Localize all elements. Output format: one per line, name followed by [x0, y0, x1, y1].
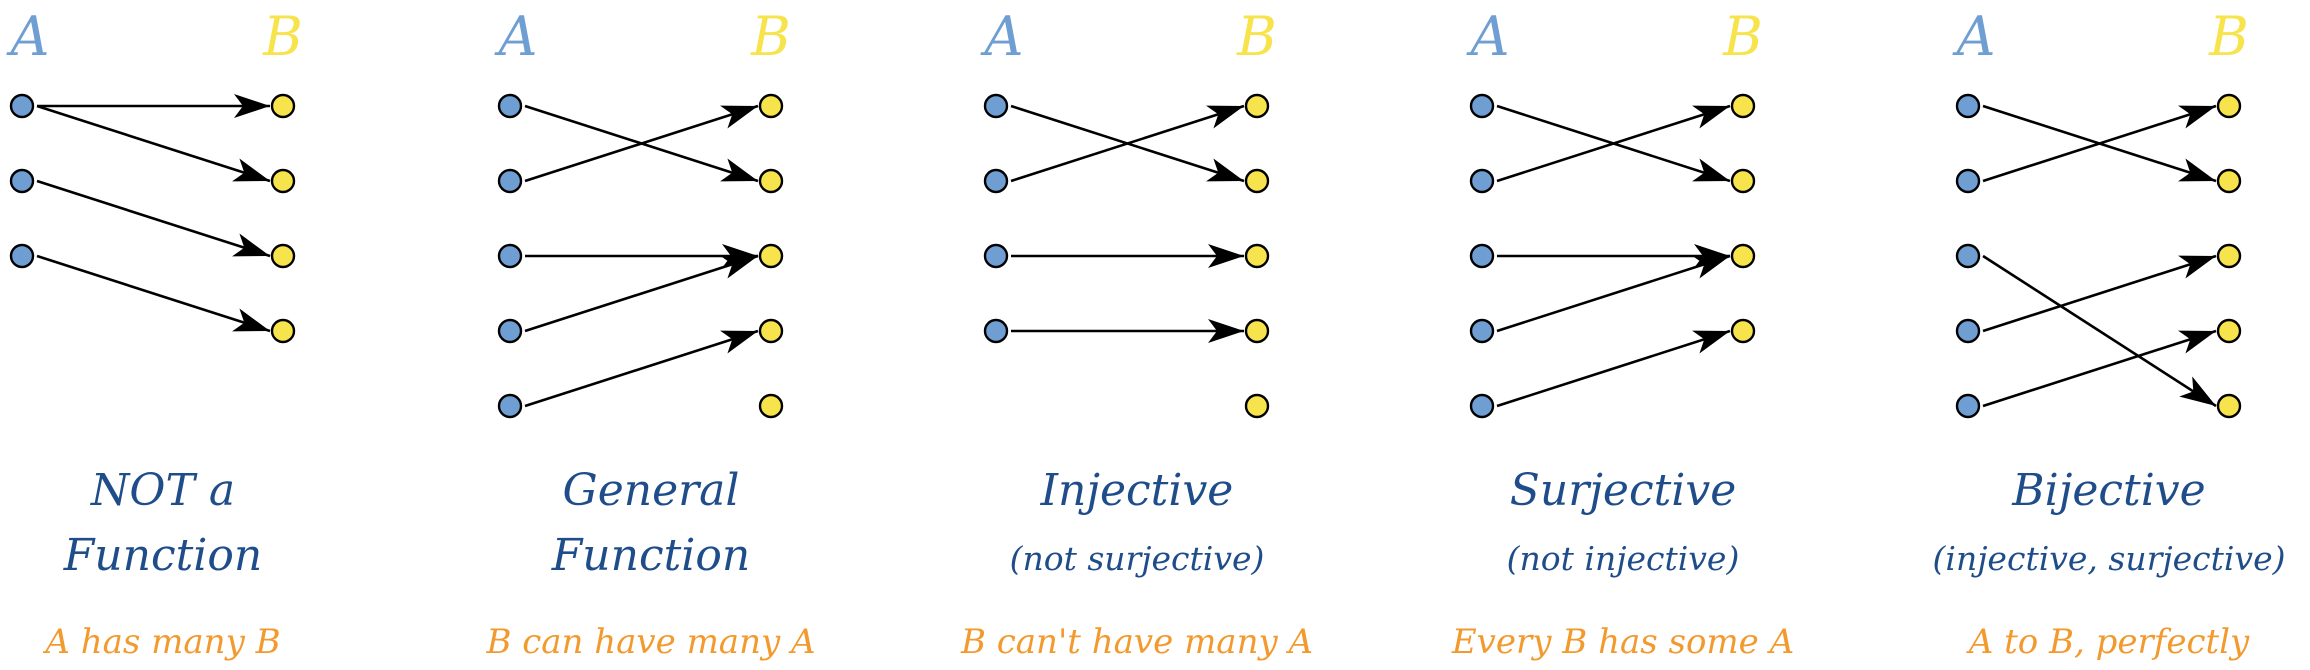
set-a-element — [1469, 243, 1495, 269]
set-a-element — [983, 243, 1009, 269]
set-b-element — [1244, 243, 1270, 269]
set-b-element — [758, 243, 784, 269]
set-b-element — [1244, 93, 1270, 119]
set-b-element — [1730, 168, 1756, 194]
set-b-element — [1244, 168, 1270, 194]
set-b-label: B — [262, 5, 303, 68]
panel-title: Surjective — [1510, 465, 1737, 516]
set-a-label: A — [1466, 5, 1510, 68]
set-a-element — [1955, 393, 1981, 419]
mapping-arrow — [524, 254, 759, 333]
panel-title: Bijective — [2011, 465, 2205, 516]
panel-caption: Every B has some A — [1451, 622, 1794, 662]
set-a-element — [1955, 243, 1981, 269]
mapping-arrow — [36, 104, 271, 183]
set-a-element — [497, 243, 523, 269]
set-b-label: B — [1722, 5, 1763, 68]
set-a-element — [9, 93, 35, 119]
panel-3: A B Injective (not surjective) B can't have … — [960, 5, 1313, 662]
set-b-element — [758, 393, 784, 419]
set-b-element — [758, 168, 784, 194]
set-b-element — [1730, 318, 1756, 344]
panel-subtitle: (injective, surjective) — [1933, 539, 2286, 578]
mapping-arrow — [1010, 104, 1245, 183]
mapping-arrow — [524, 329, 759, 408]
set-b-element — [270, 243, 296, 269]
panel-caption: A has many B — [42, 622, 280, 662]
mapping-arrow — [1982, 254, 2217, 408]
panel-5: A B Bijective (injective, surjective) A to B… — [1933, 5, 2286, 662]
mapping-arrow — [1496, 329, 1731, 408]
set-b-element — [1730, 93, 1756, 119]
set-a-element — [1469, 93, 1495, 119]
set-b-element — [270, 93, 296, 119]
panel-title: Injective — [1040, 465, 1234, 516]
set-b-element — [1244, 318, 1270, 344]
mapping-arrow — [1982, 254, 2217, 333]
panel-subtitle: (not injective) — [1507, 539, 1740, 578]
set-a-label: A — [1952, 5, 1996, 68]
panel-title-line-1: NOT a — [90, 465, 235, 516]
mapping-arrow — [36, 254, 271, 333]
mapping-arrow — [1496, 254, 1731, 333]
set-a-element — [1955, 168, 1981, 194]
panel-title-line-2: Function — [551, 530, 750, 581]
set-b-element — [2216, 243, 2242, 269]
set-a-element — [497, 393, 523, 419]
set-a-element — [497, 168, 523, 194]
set-a-element — [497, 93, 523, 119]
set-a-element — [983, 318, 1009, 344]
set-a-element — [9, 168, 35, 194]
panel-subtitle: (not surjective) — [1010, 539, 1265, 578]
set-b-label: B — [1236, 5, 1277, 68]
set-b-label: B — [750, 5, 791, 68]
set-b-element — [270, 168, 296, 194]
panel-caption: A to B, perfectly — [1966, 622, 2250, 662]
set-a-label: A — [494, 5, 538, 68]
set-a-element — [497, 318, 523, 344]
set-a-element — [983, 93, 1009, 119]
set-b-element — [758, 93, 784, 119]
set-a-element — [1469, 393, 1495, 419]
mapping-arrow — [36, 179, 271, 258]
set-a-label: A — [980, 5, 1024, 68]
set-b-element — [2216, 93, 2242, 119]
panel-caption: B can have many A — [485, 622, 815, 662]
mapping-arrow — [1982, 329, 2217, 408]
set-b-element — [1730, 243, 1756, 269]
set-b-element — [2216, 318, 2242, 344]
set-b-element — [2216, 168, 2242, 194]
mapping-arrow — [524, 104, 759, 183]
panel-1: A B NOT a Function A has many B — [6, 5, 303, 662]
set-b-element — [1244, 393, 1270, 419]
panel-caption: B can't have many A — [960, 622, 1313, 662]
panel-4: A B Surjective (not injective) Every B has s… — [1451, 5, 1794, 662]
set-b-element — [758, 318, 784, 344]
set-a-element — [1469, 168, 1495, 194]
panel-title-line-1: General — [563, 465, 740, 516]
set-a-element — [9, 243, 35, 269]
set-b-element — [2216, 393, 2242, 419]
set-a-element — [983, 168, 1009, 194]
panel-title-line-2: Function — [63, 530, 262, 581]
mapping-arrow — [1982, 104, 2217, 183]
set-b-label: B — [2208, 5, 2249, 68]
mapping-arrow — [1496, 104, 1731, 183]
set-a-element — [1469, 318, 1495, 344]
set-a-element — [1955, 318, 1981, 344]
set-b-element — [270, 318, 296, 344]
set-a-label: A — [6, 5, 50, 68]
set-a-element — [1955, 93, 1981, 119]
